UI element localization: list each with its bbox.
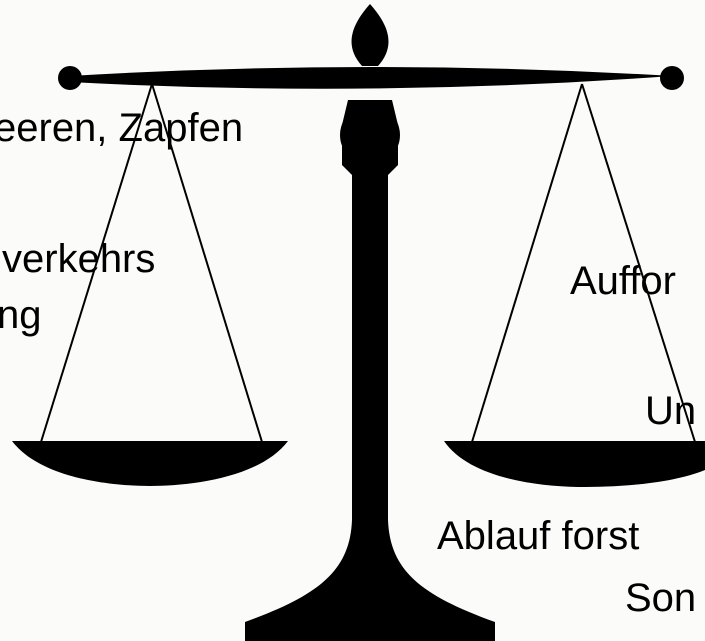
column-knob xyxy=(340,105,400,165)
column xyxy=(245,100,495,641)
right-pan-text-line-2: Un xyxy=(645,389,697,433)
right-pan-text-line-4: Son xyxy=(625,576,697,620)
right-pan-text-line-1: Auffor xyxy=(570,259,676,303)
left-string-inner xyxy=(151,83,263,443)
left-pan-text-line-1: eeren, Zapfen xyxy=(0,106,244,150)
left-pan xyxy=(12,441,288,486)
beam-end-right xyxy=(660,66,684,90)
left-pan-text-line-2: verkehrs xyxy=(2,237,156,281)
finial xyxy=(351,4,389,66)
left-pan-text-line-3: ng xyxy=(0,293,42,337)
beam-end-left xyxy=(58,66,82,90)
right-pan-text-line-3: Ablauf forst xyxy=(437,514,640,558)
beam xyxy=(70,67,672,89)
left-string-outer xyxy=(40,83,153,443)
right-string-inner xyxy=(471,83,583,443)
right-pan xyxy=(444,441,705,487)
right-string-outer xyxy=(581,83,696,443)
